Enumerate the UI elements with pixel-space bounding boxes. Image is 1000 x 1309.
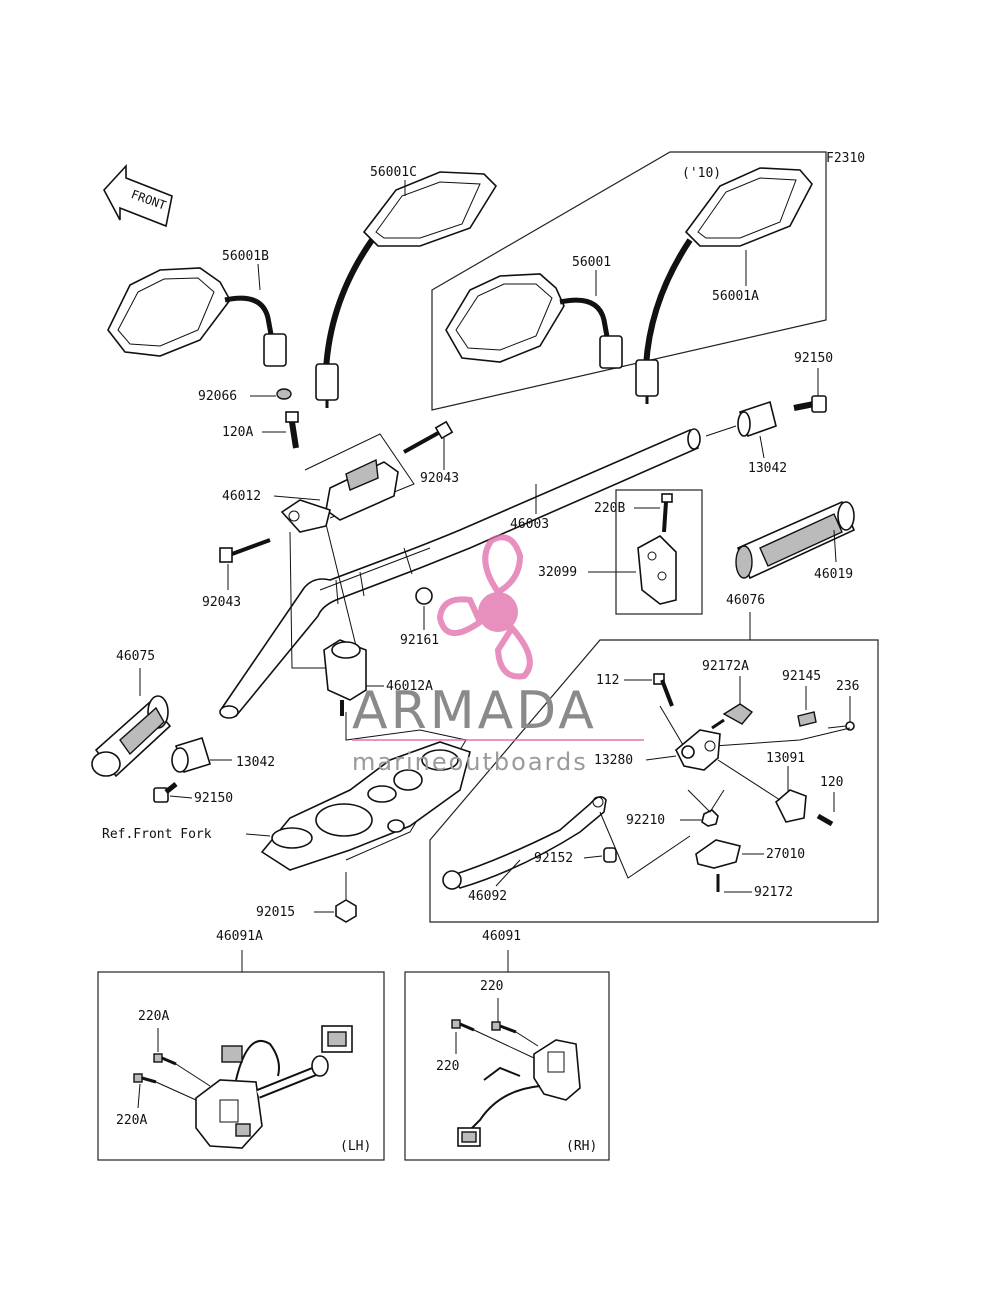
- grip-46019: [735, 500, 856, 580]
- label-27010: 27010: [766, 847, 805, 862]
- label-92043-lower: 92043: [202, 595, 241, 610]
- brake-master-box: [429, 639, 879, 923]
- label-220-upper: 220: [480, 979, 503, 994]
- clamp-32099: [637, 535, 677, 605]
- ref-front-fork-label: Ref.Front Fork: [102, 827, 212, 842]
- label-56001A: 56001A: [712, 289, 759, 304]
- label-92161: 92161: [400, 633, 439, 648]
- nut-92210: [701, 809, 719, 827]
- label-92152: 92152: [534, 851, 573, 866]
- bolt-92043-upper: [403, 420, 454, 454]
- master-cylinder-13280: [675, 729, 721, 771]
- year-variant-box: [431, 151, 827, 411]
- label-92145: 92145: [782, 669, 821, 684]
- bolt-120A: [285, 411, 299, 449]
- label-56001B: 56001B: [222, 249, 269, 264]
- upper-triple-clamp: [260, 741, 471, 871]
- watermark-sub: marineoutboards: [352, 748, 588, 776]
- mirror-56001A: [635, 167, 813, 404]
- rh-label: (RH): [566, 1139, 597, 1154]
- brake-lever-46092: [442, 796, 607, 890]
- label-220B: 220B: [594, 501, 625, 516]
- screw-220-lower: [451, 1019, 535, 1059]
- screw-236: [827, 721, 855, 731]
- label-46092: 46092: [468, 889, 507, 904]
- front-arrow-icon: FRONT: [103, 163, 173, 228]
- weight-13042-upper: [737, 400, 777, 438]
- label-13091: 13091: [766, 751, 805, 766]
- label-32099: 32099: [538, 565, 577, 580]
- clamp-46012: [280, 458, 399, 533]
- label-46012: 46012: [222, 489, 261, 504]
- label-220A-lower: 220A: [116, 1113, 147, 1128]
- rh-switch-box: [404, 971, 610, 1161]
- label-13280: 13280: [594, 753, 633, 768]
- label-46075: 46075: [116, 649, 155, 664]
- bolt-92150-upper: [793, 395, 827, 413]
- watermark-logo: [436, 534, 533, 680]
- label-92150-upper: 92150: [794, 351, 833, 366]
- label-92150-lower: 92150: [194, 791, 233, 806]
- screw-220-upper: [491, 1021, 539, 1047]
- label-92172A: 92172A: [702, 659, 749, 674]
- label-92015: 92015: [256, 905, 295, 920]
- figure-code: F2310: [826, 151, 865, 166]
- year-variant-label: ('10): [682, 166, 721, 181]
- label-13042-upper: 13042: [748, 461, 787, 476]
- spring-92145: [797, 711, 817, 727]
- part-92066: [276, 388, 292, 400]
- screw-220A-lower: [133, 1073, 197, 1101]
- label-46012A: 46012A: [386, 679, 433, 694]
- lh-switch-box: [97, 971, 385, 1161]
- label-220A-upper: 220A: [138, 1009, 169, 1024]
- riser-46012A: [323, 639, 367, 716]
- rh-switch-housing: [457, 1039, 581, 1147]
- label-46076: 46076: [726, 593, 765, 608]
- label-92210: 92210: [626, 813, 665, 828]
- bolt-92043-lower: [219, 538, 271, 563]
- watermark-brand: ARMADA: [352, 681, 597, 741]
- label-120A: 120A: [222, 425, 253, 440]
- lh-label: (LH): [340, 1139, 371, 1154]
- mirror-56001B: [107, 267, 287, 367]
- mirror-56001: [445, 273, 623, 369]
- label-92043-upper: 92043: [420, 471, 459, 486]
- label-46019: 46019: [814, 567, 853, 582]
- clamp-32099-box: [615, 489, 703, 615]
- pin-92152: [603, 847, 617, 863]
- label-120: 120: [820, 775, 843, 790]
- label-56001C: 56001C: [370, 165, 417, 180]
- bolt-112: [653, 673, 674, 707]
- label-46003: 46003: [510, 517, 549, 532]
- label-46091: 46091: [482, 929, 521, 944]
- label-92172: 92172: [754, 885, 793, 900]
- bolt-120: [816, 813, 834, 827]
- label-220-lower: 220: [436, 1059, 459, 1074]
- holder-13091: [775, 789, 807, 823]
- label-56001: 56001: [572, 255, 611, 270]
- mirror-56001C: [315, 171, 498, 408]
- weight-13042-lower: [171, 737, 211, 773]
- label-92066: 92066: [198, 389, 237, 404]
- label-112: 112: [596, 673, 619, 688]
- nut-92161: [415, 587, 433, 605]
- bolt-92150-lower: [153, 782, 178, 803]
- screw-220A-upper: [153, 1053, 211, 1087]
- label-46091A: 46091A: [216, 929, 263, 944]
- screw-220B: [661, 493, 673, 533]
- switch-27010: [695, 839, 741, 869]
- handlebar-46003: [219, 428, 701, 719]
- screw-92172A: [711, 703, 754, 730]
- label-236: 236: [836, 679, 859, 694]
- grip-46075: [91, 695, 172, 778]
- nut-92015: [335, 899, 357, 923]
- lh-switch-housing: [195, 1025, 353, 1149]
- label-13042-lower: 13042: [236, 755, 275, 770]
